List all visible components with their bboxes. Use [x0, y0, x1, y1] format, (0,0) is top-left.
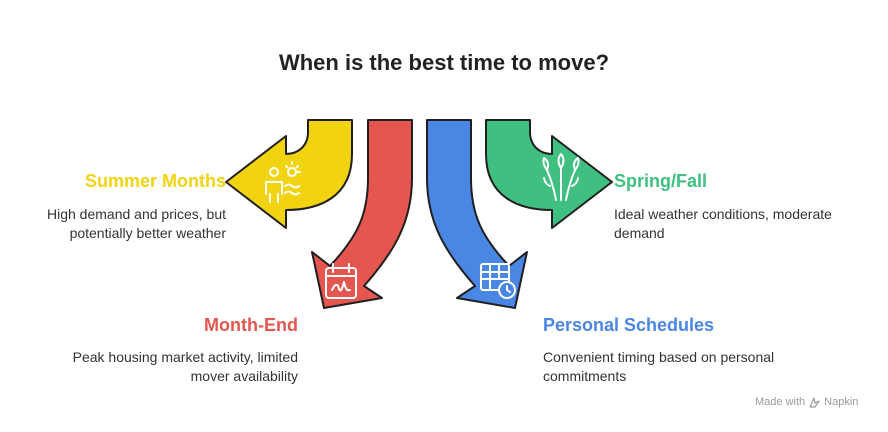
sun-person-icon [265, 161, 301, 203]
personal-schedules-heading: Personal Schedules [543, 315, 715, 335]
summer-months-heading: Summer Months [84, 171, 226, 191]
personal-schedules-description: Convenient timing based on personal comm… [543, 349, 775, 384]
spring-fall-heading: Spring/Fall [614, 171, 708, 191]
sprout-icon [542, 153, 580, 201]
spring-fall-description: Ideal weather conditions, moderate deman… [614, 206, 832, 241]
diagram-title: When is the best time to move? [278, 50, 610, 75]
calendar-icon [325, 263, 357, 299]
made-with-label: Made with [755, 396, 806, 408]
schedule-clock-icon [480, 263, 516, 299]
napkin-logo-icon [809, 396, 820, 408]
napkin-brand-label: Napkin [824, 396, 859, 408]
month-end-heading: Month-End [204, 315, 298, 335]
month-end-arrow [311, 119, 413, 309]
personal-schedules-arrow [426, 119, 528, 309]
month-end-description: Peak housing market activity, limited mo… [72, 349, 298, 384]
footer-credit[interactable]: Made with Napkin [755, 396, 858, 408]
summer-months-description: High demand and prices, but potentially … [47, 206, 226, 241]
